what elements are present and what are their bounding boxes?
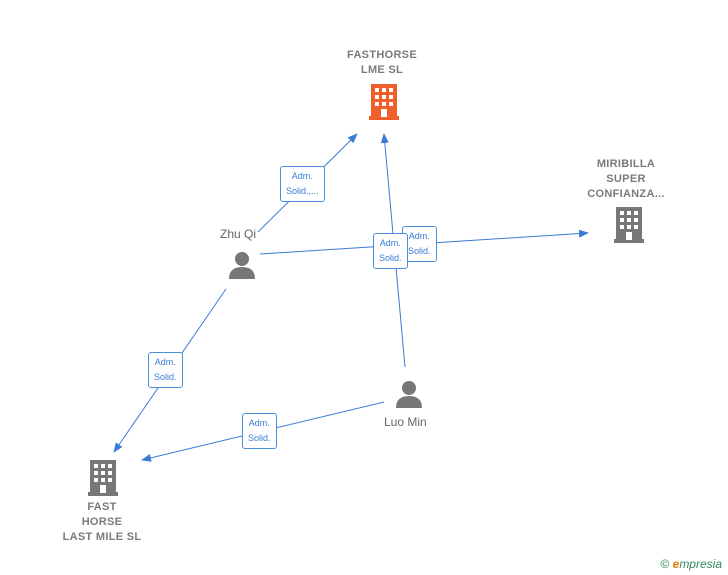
copyright-symbol: ©: [660, 557, 670, 571]
brand-name: mpresia: [679, 557, 722, 571]
building-icon[interactable]: [369, 84, 399, 120]
person-label-zhu-qi[interactable]: Zhu Qi: [220, 227, 257, 241]
building-icon[interactable]: [614, 207, 644, 243]
person-icon[interactable]: [395, 380, 423, 408]
edge-label-zhu-fasthorse[interactable]: Adm. Solid.,...: [280, 166, 325, 202]
brand-logo-mark: e: [672, 557, 680, 571]
edge-label-luo-fasthorse[interactable]: Adm. Solid.: [373, 233, 408, 269]
edge-label-zhu-miribilla[interactable]: Adm. Solid.: [402, 226, 437, 262]
edge-label-luo-fasthorselastmile[interactable]: Adm. Solid.: [242, 413, 277, 449]
building-icon[interactable]: [88, 460, 118, 496]
person-label-luo-min[interactable]: Luo Min: [384, 415, 427, 429]
company-label-fasthorse[interactable]: FASTHORSE LME SL: [347, 49, 417, 76]
company-label-fast-horse-last-mile[interactable]: FAST HORSE LAST MILE SL: [62, 501, 142, 543]
brand-footer: © empresia: [660, 557, 722, 571]
company-label-miribilla[interactable]: MIRIBILLA SUPER CONFIANZA...: [587, 158, 665, 200]
person-icon[interactable]: [228, 251, 256, 279]
edge-label-zhu-fasthorselastmile[interactable]: Adm. Solid.: [148, 352, 183, 388]
